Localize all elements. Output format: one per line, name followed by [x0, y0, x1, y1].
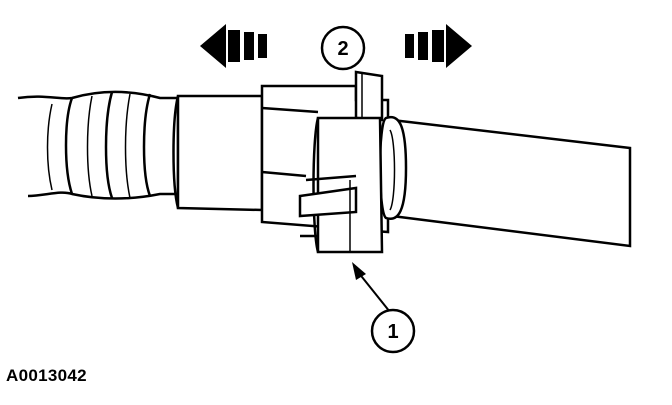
corrugated-hose: [17, 90, 180, 200]
tube-collar: [378, 115, 408, 221]
connector-tab: [354, 70, 384, 122]
callout-2-label: 2: [337, 38, 348, 60]
callout-1: 1: [370, 308, 416, 354]
callout-1-leader: [352, 262, 391, 313]
arrow-right-icon: [405, 24, 472, 68]
safety-clip: [298, 116, 384, 254]
metal-tube: [390, 118, 632, 248]
hose-fitting: [172, 94, 264, 212]
callout-2: 2: [320, 25, 366, 71]
callout-1-label: 1: [387, 321, 398, 343]
arrow-left-icon: [200, 24, 267, 68]
figure-id: A0013042: [6, 366, 87, 385]
